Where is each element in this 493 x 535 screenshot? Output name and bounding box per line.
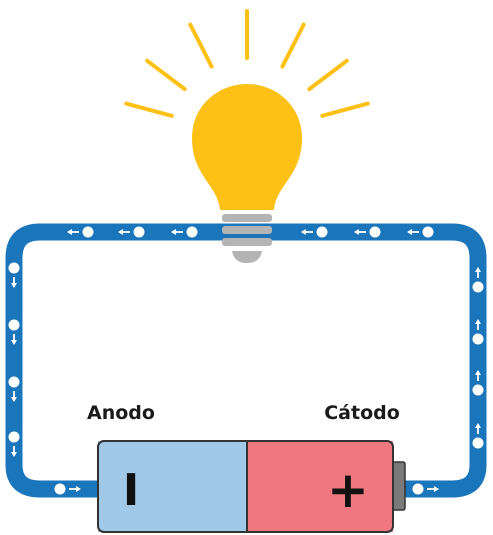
negative-sign: I	[123, 465, 139, 516]
battery-outline	[97, 440, 394, 533]
electron	[8, 376, 20, 402]
electron	[472, 423, 484, 449]
light-rays	[124, 9, 370, 118]
bulb-glass	[192, 84, 302, 210]
electron	[8, 262, 20, 288]
circuit-wire	[5, 223, 487, 498]
electron	[472, 267, 484, 293]
battery-icon: I +	[97, 440, 406, 533]
electron	[118, 226, 145, 238]
electron	[171, 226, 198, 238]
electron	[472, 370, 484, 396]
battery-positive-half	[247, 441, 393, 532]
light-ray	[124, 101, 174, 118]
bulb-socket-ring	[222, 238, 272, 246]
electron	[54, 483, 81, 495]
electron	[407, 226, 434, 238]
battery-negative-half	[98, 441, 247, 532]
light-ray	[307, 58, 349, 92]
electron	[8, 431, 20, 457]
light-bulb-icon	[192, 84, 302, 263]
bulb-socket-ring	[222, 226, 272, 234]
electron	[412, 483, 439, 495]
light-ray	[280, 22, 306, 69]
electron	[354, 226, 381, 238]
electron	[472, 319, 484, 345]
light-ray	[145, 58, 187, 92]
light-ray	[320, 101, 370, 118]
cathode-label: Cátodo	[324, 402, 400, 424]
anode-label: Anodo	[87, 402, 155, 424]
light-ray	[188, 22, 214, 69]
electron	[301, 226, 328, 238]
bulb-socket-ring	[222, 214, 272, 222]
electrons	[8, 226, 484, 495]
electron	[67, 226, 94, 238]
positive-sign: +	[327, 461, 369, 519]
electron	[8, 319, 20, 345]
bulb-base-tip	[232, 251, 262, 263]
